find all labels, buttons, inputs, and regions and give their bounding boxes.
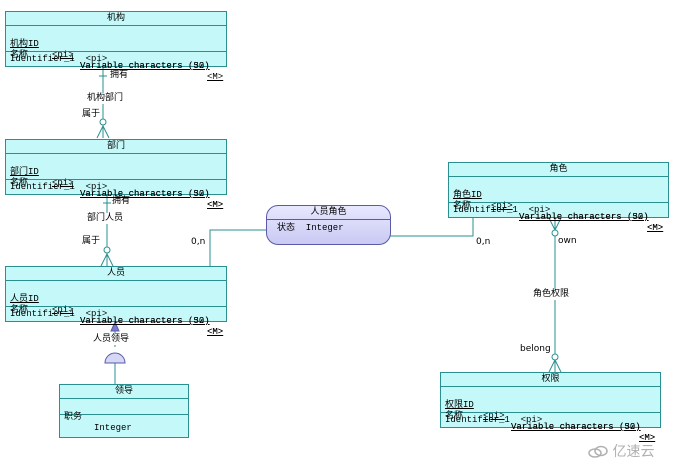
entity-identifier: Identifier_1 <pi>: [453, 205, 551, 215]
attribute-row: 部门ID <pi> Variable characters (32) <M>: [10, 156, 223, 210]
attribute-name: 机构ID: [10, 39, 39, 49]
entity-quanxian[interactable]: 权限 权限ID <pi> Variable characters (32) <M…: [440, 372, 661, 443]
label-relationship-jigou-bumen: 机构部门: [87, 93, 124, 104]
entity-attributes: 人员ID <pi> Variable characters (32) <M> 名…: [6, 281, 226, 337]
entity-title: 人员: [6, 267, 226, 281]
attribute-type: Variable characters (50): [80, 316, 210, 326]
attribute-row: 名称 Variable characters (50) <M>: [10, 294, 223, 337]
entity-identifier: Identifier_1 <pi>: [10, 182, 108, 192]
watermark: 亿速云: [588, 441, 654, 461]
label-has-2: 拥有: [112, 196, 131, 206]
attribute-type: Variable characters (32): [80, 61, 210, 71]
attribute-row: 人员ID <pi> Variable characters (32) <M>: [10, 283, 223, 337]
attribute-name: 名称: [453, 201, 472, 211]
entity-title: 部门: [6, 140, 226, 154]
attribute-name: 名称: [10, 50, 29, 60]
label-cardinality-left: 0,n: [191, 237, 206, 247]
entity-title: 机构: [6, 12, 226, 26]
attribute-name: 角色ID: [453, 190, 482, 200]
entity-identifier: Identifier_1 <pi>: [10, 309, 108, 319]
label-own: own: [558, 236, 577, 246]
entity-bumen[interactable]: 部门 部门ID <pi> Variable characters (32) <M…: [5, 139, 227, 210]
attribute-key: <pi>: [52, 178, 74, 188]
entity-identifier: Identifier_1 <pi>: [10, 54, 108, 64]
attribute-name: 名称: [445, 411, 464, 421]
attribute-mandatory: <M>: [639, 433, 656, 443]
attribute-type: Variable characters (32): [511, 422, 641, 432]
attribute-type: Variable characters (50): [511, 422, 641, 432]
association-title: 人员角色: [267, 206, 390, 220]
watermark-text: 亿速云: [612, 444, 655, 460]
entity-attributes: 角色ID <pi> Variable characters (32) <M> 名…: [449, 177, 668, 233]
attribute-type: Variable characters (50): [80, 61, 210, 71]
label-belong-3: belong: [520, 344, 551, 354]
attribute-type: Integer: [94, 423, 132, 433]
attribute-row: 机构ID <pi> Variable characters (32) <M>: [10, 28, 223, 82]
entity-attributes: 机构ID <pi> Variable characters (32) <M> 名…: [6, 26, 226, 82]
label-has-1: 拥有: [110, 70, 129, 80]
entity-lingdao[interactable]: 领导 职务 Integer: [59, 384, 189, 438]
entity-identifier: Identifier_1 <pi>: [445, 415, 543, 425]
attribute-mandatory: <M>: [647, 223, 664, 233]
attribute-row: 名称 Variable characters (50) <M>: [453, 190, 664, 233]
association-renyuan-juese[interactable]: 人员角色 状态 Integer: [266, 205, 391, 245]
attribute-type: Variable characters (50): [80, 189, 210, 199]
attribute-row: 名称 Variable characters (50) <M>: [10, 167, 223, 210]
attribute-mandatory: <M>: [207, 327, 224, 337]
attribute-row: 角色ID <pi> Variable characters (32) <M>: [453, 179, 664, 233]
entity-jigou[interactable]: 机构 机构ID <pi> Variable characters (32) <M…: [5, 11, 227, 82]
association-attribute: 状态 Integer: [277, 223, 344, 233]
label-belong-1: 属于: [82, 109, 101, 119]
attribute-name: 人员ID: [10, 294, 39, 304]
label-cardinality-right: 0,n: [476, 237, 491, 247]
attribute-mandatory: <M>: [639, 433, 656, 443]
attribute-type: Variable characters (32): [80, 316, 210, 326]
attribute-name: 职务: [64, 412, 83, 422]
attribute-mandatory: <M>: [207, 200, 224, 210]
attribute-type: Variable characters (32): [80, 189, 210, 199]
attribute-type: Variable characters (50): [519, 212, 649, 222]
attribute-row: 名称 Variable characters (50) <M>: [445, 400, 656, 443]
attribute-name: 部门ID: [10, 167, 39, 177]
attribute-key: <pi>: [491, 201, 513, 211]
attribute-type: Variable characters (32): [519, 212, 649, 222]
attribute-name: 权限ID: [445, 400, 474, 410]
label-relationship-renyuan-lingdao: 人员领导: [93, 334, 130, 345]
label-relationship-bumen-renyuan: 部门人员: [87, 213, 124, 224]
cloud-logo-icon: [588, 445, 608, 458]
entity-title: 权限: [441, 373, 660, 387]
attribute-name: 名称: [10, 178, 29, 188]
attribute-row: 名称 Variable characters (50): [10, 39, 222, 71]
attribute-key: <pi>: [52, 305, 74, 315]
label-relationship-juese-quanxian: 角色权限: [533, 289, 570, 300]
attribute-row: 职务 Integer: [64, 401, 184, 433]
label-belong-2: 属于: [82, 236, 101, 246]
attribute-mandatory: <M>: [207, 200, 224, 210]
attribute-name: 名称: [10, 305, 29, 315]
attribute-mandatory: <M>: [207, 72, 224, 82]
attribute-row: 权限ID <pi> Variable characters (32) <M>: [445, 389, 656, 443]
entity-title: 领导: [60, 385, 188, 399]
attribute-key: <pi>: [52, 50, 74, 60]
entity-juese[interactable]: 角色 角色ID <pi> Variable characters (32) <M…: [448, 162, 669, 233]
entity-renyuan[interactable]: 人员 人员ID <pi> Variable characters (32) <M…: [5, 266, 227, 337]
entity-attributes: 权限ID <pi> Variable characters (32) <M> 名…: [441, 387, 660, 443]
attribute-mandatory: <M>: [207, 327, 224, 337]
entity-title: 角色: [449, 163, 668, 177]
attribute-mandatory: <M>: [647, 223, 664, 233]
entity-attributes: 职务 Integer: [60, 399, 188, 433]
entity-attributes: 部门ID <pi> Variable characters (32) <M> 名…: [6, 154, 226, 210]
attribute-key: <pi>: [483, 411, 505, 421]
